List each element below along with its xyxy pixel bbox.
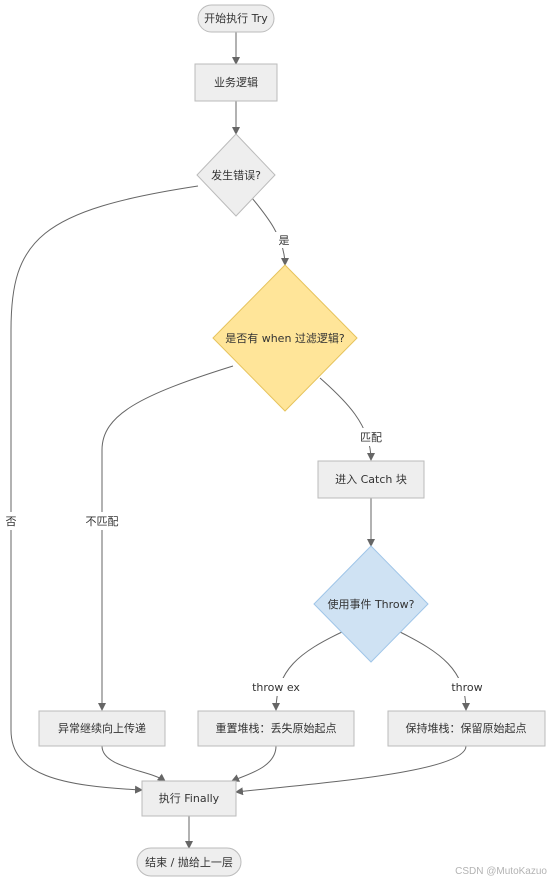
node-when-filter: 是否有 when 过滤逻辑? [212,264,358,412]
edge-label-throw: throw [451,681,482,694]
edge-throw [399,631,470,711]
node-reset-stack-label: 重置堆栈：丢失原始起点 [216,721,337,735]
watermark: CSDN @MutoKazuo [455,866,547,877]
node-finally-label: 执行 Finally [159,791,220,805]
edge-label-no: 否 [6,515,17,528]
edge-label-throw-group: throw [450,678,484,696]
edge-label-match-group: 匹配 [357,428,385,446]
edge-label-throw-ex-group: throw ex [252,678,300,696]
node-end: 结束 / 抛给上一层 [136,847,242,877]
edge-label-no-group: 否 [2,512,20,530]
node-finally: 执行 Finally [141,780,237,817]
node-enter-catch: 进入 Catch 块 [317,460,425,499]
node-use-throw-label: 使用事件 Throw? [327,598,414,611]
node-propagate-up-label: 异常继续向上传递 [58,721,146,735]
node-keep-stack-label: 保持堆栈：保留原始起点 [406,721,527,735]
edge-keep-to-finally [235,745,467,796]
edge-error-no [10,185,199,794]
edge-label-no-match-group: 不匹配 [82,512,122,530]
node-end-label: 结束 / 抛给上一层 [145,855,233,869]
node-error-occurred: 发生错误? [196,133,276,217]
edge-label-yes: 是 [279,234,290,247]
edge-reset-to-finally [231,745,277,782]
node-reset-stack: 重置堆栈：丢失原始起点 [197,710,355,747]
edge-label-no-match: 不匹配 [86,515,119,528]
edge-label-yes-group: 是 [275,232,293,248]
edge-propagate-to-finally [101,745,166,782]
edge-filter-match [319,377,375,461]
node-when-filter-label: 是否有 when 过滤逻辑? [225,331,345,345]
edge-label-throw-ex: throw ex [252,681,300,694]
node-error-occurred-label: 发生错误? [211,168,261,182]
node-start: 开始执行 Try [197,4,275,33]
edge-error-yes [251,197,289,266]
edge-throw-ex [272,631,343,711]
node-propagate-up: 异常继续向上传递 [38,710,166,747]
node-business-logic: 业务逻辑 [194,63,278,102]
node-start-label: 开始执行 Try [204,11,268,25]
node-keep-stack: 保持堆栈：保留原始起点 [387,710,546,747]
node-enter-catch-label: 进入 Catch 块 [335,473,407,486]
edge-filter-no-match [98,365,234,711]
node-use-throw: 使用事件 Throw? [313,545,429,663]
node-business-logic-label: 业务逻辑 [214,75,258,89]
edge-label-match: 匹配 [360,431,382,444]
